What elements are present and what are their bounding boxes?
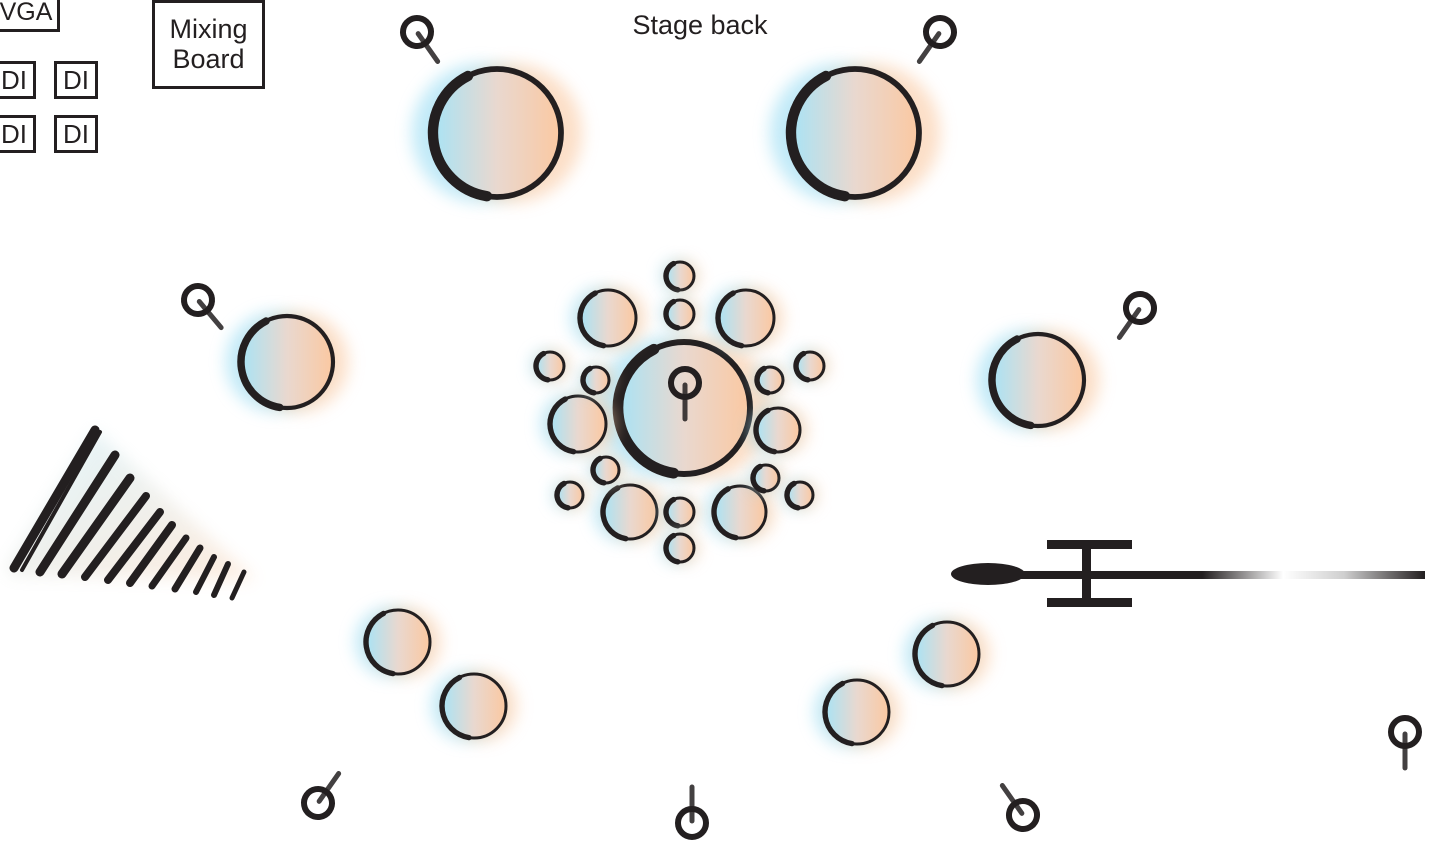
drum-group: [225, 63, 1100, 747]
drum-icon: [661, 532, 699, 565]
drum-icon: [782, 480, 818, 511]
drum-icon: [661, 496, 699, 529]
vga-box: VGA: [0, 0, 60, 32]
di-box: DI: [54, 115, 98, 153]
microphone-icon: [675, 783, 709, 840]
drum-icon: [225, 312, 349, 412]
drum-icon: [708, 287, 784, 349]
drum-icon: [814, 677, 900, 747]
keyboard-stand-icon: [951, 540, 1425, 607]
microphone-icon: [668, 366, 702, 423]
di-box: DI: [54, 61, 98, 99]
microphone-icon: [1388, 715, 1422, 772]
drum-icon: [752, 365, 788, 396]
drum-icon: [552, 480, 588, 511]
drum-icon: [355, 607, 441, 677]
microphone-icon: [181, 283, 226, 332]
drum-icon: [904, 619, 990, 689]
di-box: DI: [0, 61, 36, 99]
stage-back-label: Stage back: [632, 10, 768, 40]
drum-icon: [748, 406, 808, 455]
drum-icon: [661, 260, 699, 293]
drum-icon: [976, 330, 1100, 430]
mixing-board-box: Mixing Board: [152, 0, 265, 89]
microphone-icon: [998, 781, 1040, 832]
drum-icon: [570, 287, 646, 349]
drum-icon: [748, 463, 784, 494]
drum-icon: [531, 350, 569, 383]
drum-icon: [661, 298, 699, 331]
drum-icon: [431, 671, 517, 741]
di-box: DI: [0, 115, 36, 153]
microphone-icon: [400, 15, 442, 66]
xylophone-icon: [8, 425, 255, 601]
microphone-icon: [1115, 291, 1157, 342]
drum-icon: [594, 482, 666, 542]
microphone-icon: [915, 15, 957, 66]
drum-icon: [769, 63, 941, 203]
drum-icon: [705, 483, 775, 541]
drum-icon: [411, 63, 583, 203]
drum-icon: [540, 393, 616, 455]
drum-icon: [588, 455, 624, 486]
drum-icon: [791, 350, 829, 383]
microphone-icon: [301, 769, 343, 820]
microphone-group: [181, 15, 1422, 840]
drum-icon: [578, 365, 614, 396]
